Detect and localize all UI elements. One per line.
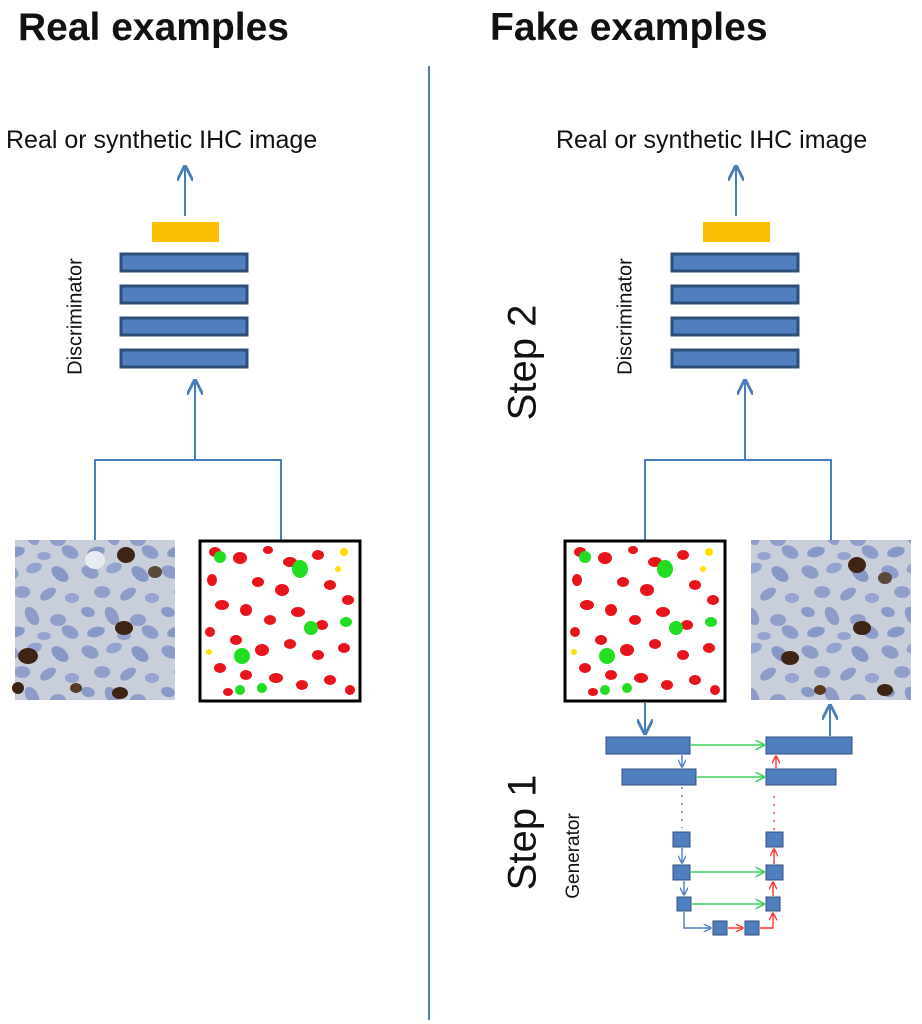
right-discriminator-layer: [670, 316, 800, 337]
right-output-caption: Real or synthetic IHC image: [556, 126, 868, 154]
left-ihc-image: [12, 540, 175, 700]
bottleneck-block: [712, 920, 728, 936]
left-panel-title: Real examples: [18, 6, 290, 49]
left-discriminator-layer: [119, 316, 249, 337]
decoder-block: [765, 831, 784, 848]
left-discriminator: [119, 168, 249, 369]
encoder-block: [672, 831, 691, 848]
right-discriminator-layer: [670, 284, 800, 305]
right-discriminator-layer: [670, 252, 800, 273]
decoder-block: [765, 896, 781, 912]
right-input-connector: [644, 382, 832, 540]
bottleneck-block: [744, 920, 760, 936]
decoder-block: [765, 864, 784, 881]
left-discriminator-layer: [119, 284, 249, 305]
left-input-connector: [94, 382, 282, 540]
left-discriminator-layer: [119, 348, 249, 369]
right-discriminator-layer: [670, 348, 800, 369]
left-output-block: [152, 222, 219, 242]
encoder-block: [605, 736, 691, 755]
decoder-block: [765, 736, 853, 755]
encoder-block: [676, 896, 692, 912]
right-panel-title: Fake examples: [490, 6, 768, 49]
generator-network: [605, 703, 853, 936]
decoder-block: [765, 768, 837, 786]
left-segmentation-mask: [198, 539, 362, 703]
left-discriminator-layer: [119, 252, 249, 273]
left-output-caption: Real or synthetic IHC image: [6, 126, 318, 154]
encoder-block: [672, 864, 691, 881]
right-output-block: [703, 222, 770, 242]
right-discriminator: [670, 168, 800, 369]
encoder-block: [621, 768, 697, 786]
right-synthetic-ihc-image: [751, 540, 911, 700]
right-segmentation-mask: [563, 539, 727, 703]
